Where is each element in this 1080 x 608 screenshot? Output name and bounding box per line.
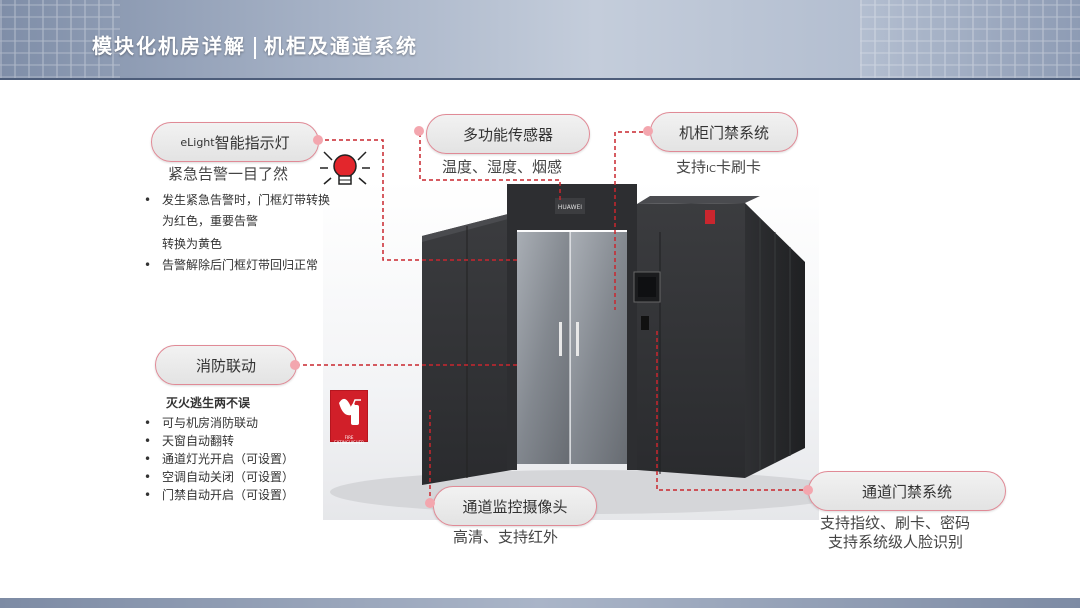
- fire-bullet-3: 通道灯光开启（可设置）: [140, 450, 330, 468]
- leader-aisle-access: [656, 330, 810, 491]
- fire-sign-text: FIRE EXTINGUISHER: [334, 435, 364, 445]
- aisle-access-label: 通道门禁系统: [861, 482, 952, 501]
- sensor-label: 多功能传感器: [462, 125, 553, 144]
- footer-band: [0, 598, 1080, 608]
- fire-bullet-2: 天窗自动翻转: [140, 432, 330, 450]
- door-logo-plate: [555, 198, 585, 214]
- header-building-right: [860, 0, 1080, 78]
- fire-label: 消防联动: [195, 356, 256, 375]
- camera-dot: [425, 498, 435, 508]
- header-building-left: [0, 0, 120, 78]
- fire-label-pill: 消防联动: [155, 345, 297, 385]
- door-handle-left: [559, 322, 562, 356]
- fire-bullet-5: 门禁自动开启（可设置）: [140, 486, 330, 504]
- elight-dot: [313, 135, 323, 145]
- title-separator: [254, 36, 256, 59]
- cabinet-access-sub-suffix: 卡刷卡: [715, 158, 761, 176]
- cabinet-access-sub-prefix: 支持: [676, 158, 707, 176]
- header-underline: [0, 78, 1080, 80]
- elight-subtitle: 紧急告警一目了然: [168, 165, 289, 183]
- elight-bullets: 发生紧急告警时，门框灯带转换为红色，重要告警 转换为黄色 告警解除后门框灯带回归…: [140, 190, 340, 276]
- door-handle-right: [576, 322, 579, 356]
- fire-extinguisher-sign: FIRE EXTINGUISHER: [330, 390, 368, 445]
- leader-sensor: [419, 133, 561, 200]
- aisle-access-subtitle-1: 支持指纹、刷卡、密码: [820, 514, 971, 532]
- fire-bullets: 可与机房消防联动 天窗自动翻转 通道灯光开启（可设置） 空调自动关闭（可设置） …: [140, 414, 330, 504]
- elight-label: 智能指示灯: [214, 133, 290, 152]
- aisle-access-subtitle-2: 支持系统级人脸识别: [828, 533, 964, 551]
- elight-label-prefix: eLight: [180, 135, 215, 149]
- right-cabinet-top: [637, 196, 760, 204]
- door-logo-text: HUAWEI: [558, 204, 582, 211]
- cabinet-access-sub-small: IC: [706, 164, 716, 175]
- camera-label: 通道监控摄像头: [462, 497, 568, 516]
- sensor-label-pill: 多功能传感器: [426, 114, 590, 154]
- camera-subtitle: 高清、支持红外: [453, 528, 559, 546]
- leader-elight: [318, 139, 518, 261]
- camera-label-pill: 通道监控摄像头: [433, 486, 597, 526]
- access-card-reader: [641, 316, 649, 330]
- title-right: 机柜及通道系统: [264, 34, 418, 58]
- alarm-beacon: [705, 210, 715, 224]
- leader-lines: [296, 131, 810, 503]
- alarm-light-icon: [320, 151, 370, 185]
- cabinet-access-label: 机柜门禁系统: [678, 123, 769, 142]
- fire-heading: 灭火逃生两不误: [166, 396, 251, 410]
- elight-bullet-2: 告警解除后门框灯带回归正常: [140, 255, 340, 276]
- cabinet-access-dot: [643, 126, 653, 136]
- sensor-subtitle: 温度、湿度、烟感: [442, 158, 563, 176]
- aisle-access-dot: [803, 485, 813, 495]
- fire-extinguisher-icon: [339, 398, 361, 425]
- access-control-screen: [638, 277, 656, 297]
- page-title: 模块化机房详解机柜及通道系统: [92, 30, 418, 59]
- fire-dot: [290, 360, 300, 370]
- glass-door-left: [517, 232, 570, 464]
- door-frame-right-post: [627, 230, 637, 470]
- leader-cabinet-access: [614, 131, 650, 310]
- aisle-access-label-pill: 通道门禁系统: [808, 471, 1006, 511]
- header-band: 模块化机房详解机柜及通道系统: [0, 0, 1080, 78]
- glass-door-right: [571, 232, 627, 464]
- right-cabinet-front: [637, 203, 745, 478]
- door-frame-left-post: [507, 230, 517, 470]
- cabinet-access-label-pill: 机柜门禁系统: [650, 112, 798, 152]
- sensor-dot: [414, 126, 424, 136]
- title-left: 模块化机房详解: [92, 34, 246, 58]
- fire-bullet-4: 空调自动关闭（可设置）: [140, 468, 330, 486]
- fire-bullet-1: 可与机房消防联动: [140, 414, 330, 432]
- cabinet-access-subtitle: 支持IC卡刷卡: [676, 156, 761, 177]
- elight-bullet-1: 发生紧急告警时，门框灯带转换为红色，重要告警: [140, 190, 340, 232]
- elight-bullet-1-cont: 转换为黄色: [162, 237, 223, 251]
